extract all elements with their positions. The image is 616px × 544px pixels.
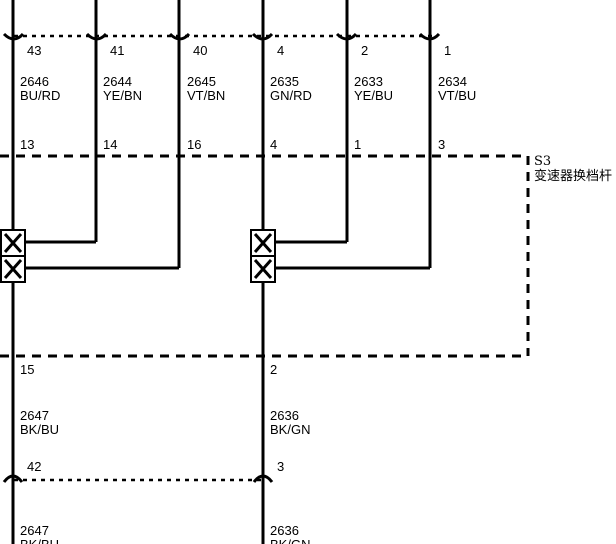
component-pin-label: 14 — [103, 137, 117, 152]
component-pin-label: 16 — [187, 137, 201, 152]
bottom-connector-pin-1-terminal — [2, 474, 24, 483]
wire-circuit-number: 2635 — [270, 74, 299, 89]
wire-color-code: BK/BU — [20, 537, 59, 544]
wire-circuit-number: 2636 — [270, 523, 299, 538]
bottom-connector-pin-2-terminal — [252, 474, 274, 483]
wire-circuit-number: 2647 — [20, 408, 49, 423]
component-s3-outline — [0, 154, 530, 358]
bottom-connector — [2, 474, 274, 483]
top-pin-label: 41 — [110, 43, 124, 58]
wire-color-code: YE/BN — [103, 88, 142, 103]
top-pin-label: 1 — [444, 43, 451, 58]
wire-color-code: BU/RD — [20, 88, 60, 103]
top-connector — [2, 32, 441, 41]
wire-circuit-number: 2645 — [187, 74, 216, 89]
component-pin-label: 3 — [438, 137, 445, 152]
top-pin-label: 4 — [277, 43, 284, 58]
wire-color-code: BK/GN — [270, 537, 310, 544]
component-pin-label: 4 — [270, 137, 277, 152]
wire-circuit-number: 2633 — [354, 74, 383, 89]
top-pin-label: 2 — [361, 43, 368, 58]
wire-color-code: BK/BU — [20, 422, 59, 437]
wire-circuit-number: 2646 — [20, 74, 49, 89]
wire-color-code: BK/GN — [270, 422, 310, 437]
wire-color-code: VT/BU — [438, 88, 476, 103]
wire-color-code: YE/BU — [354, 88, 393, 103]
wire-circuit-number: 2634 — [438, 74, 467, 89]
component-name: 变速器换档杆 — [534, 168, 612, 184]
switch-contact-left — [0, 229, 26, 283]
bottom-pin-label: 3 — [277, 459, 284, 474]
switch-contact-right — [250, 229, 276, 283]
wire-circuit-number: 2636 — [270, 408, 299, 423]
wire-color-code: GN/RD — [270, 88, 312, 103]
component-pin-label: 15 — [20, 362, 34, 377]
component-id: S3 — [534, 154, 551, 169]
component-pin-label: 1 — [354, 137, 361, 152]
bottom-pin-label: 42 — [27, 459, 41, 474]
component-pin-label: 13 — [20, 137, 34, 152]
wire-circuit-number: 2647 — [20, 523, 49, 538]
top-pin-label: 40 — [193, 43, 207, 58]
wire-circuit-number: 2644 — [103, 74, 132, 89]
top-pin-label: 43 — [27, 43, 41, 58]
wire-color-code: VT/BN — [187, 88, 225, 103]
component-pin-label: 2 — [270, 362, 277, 377]
